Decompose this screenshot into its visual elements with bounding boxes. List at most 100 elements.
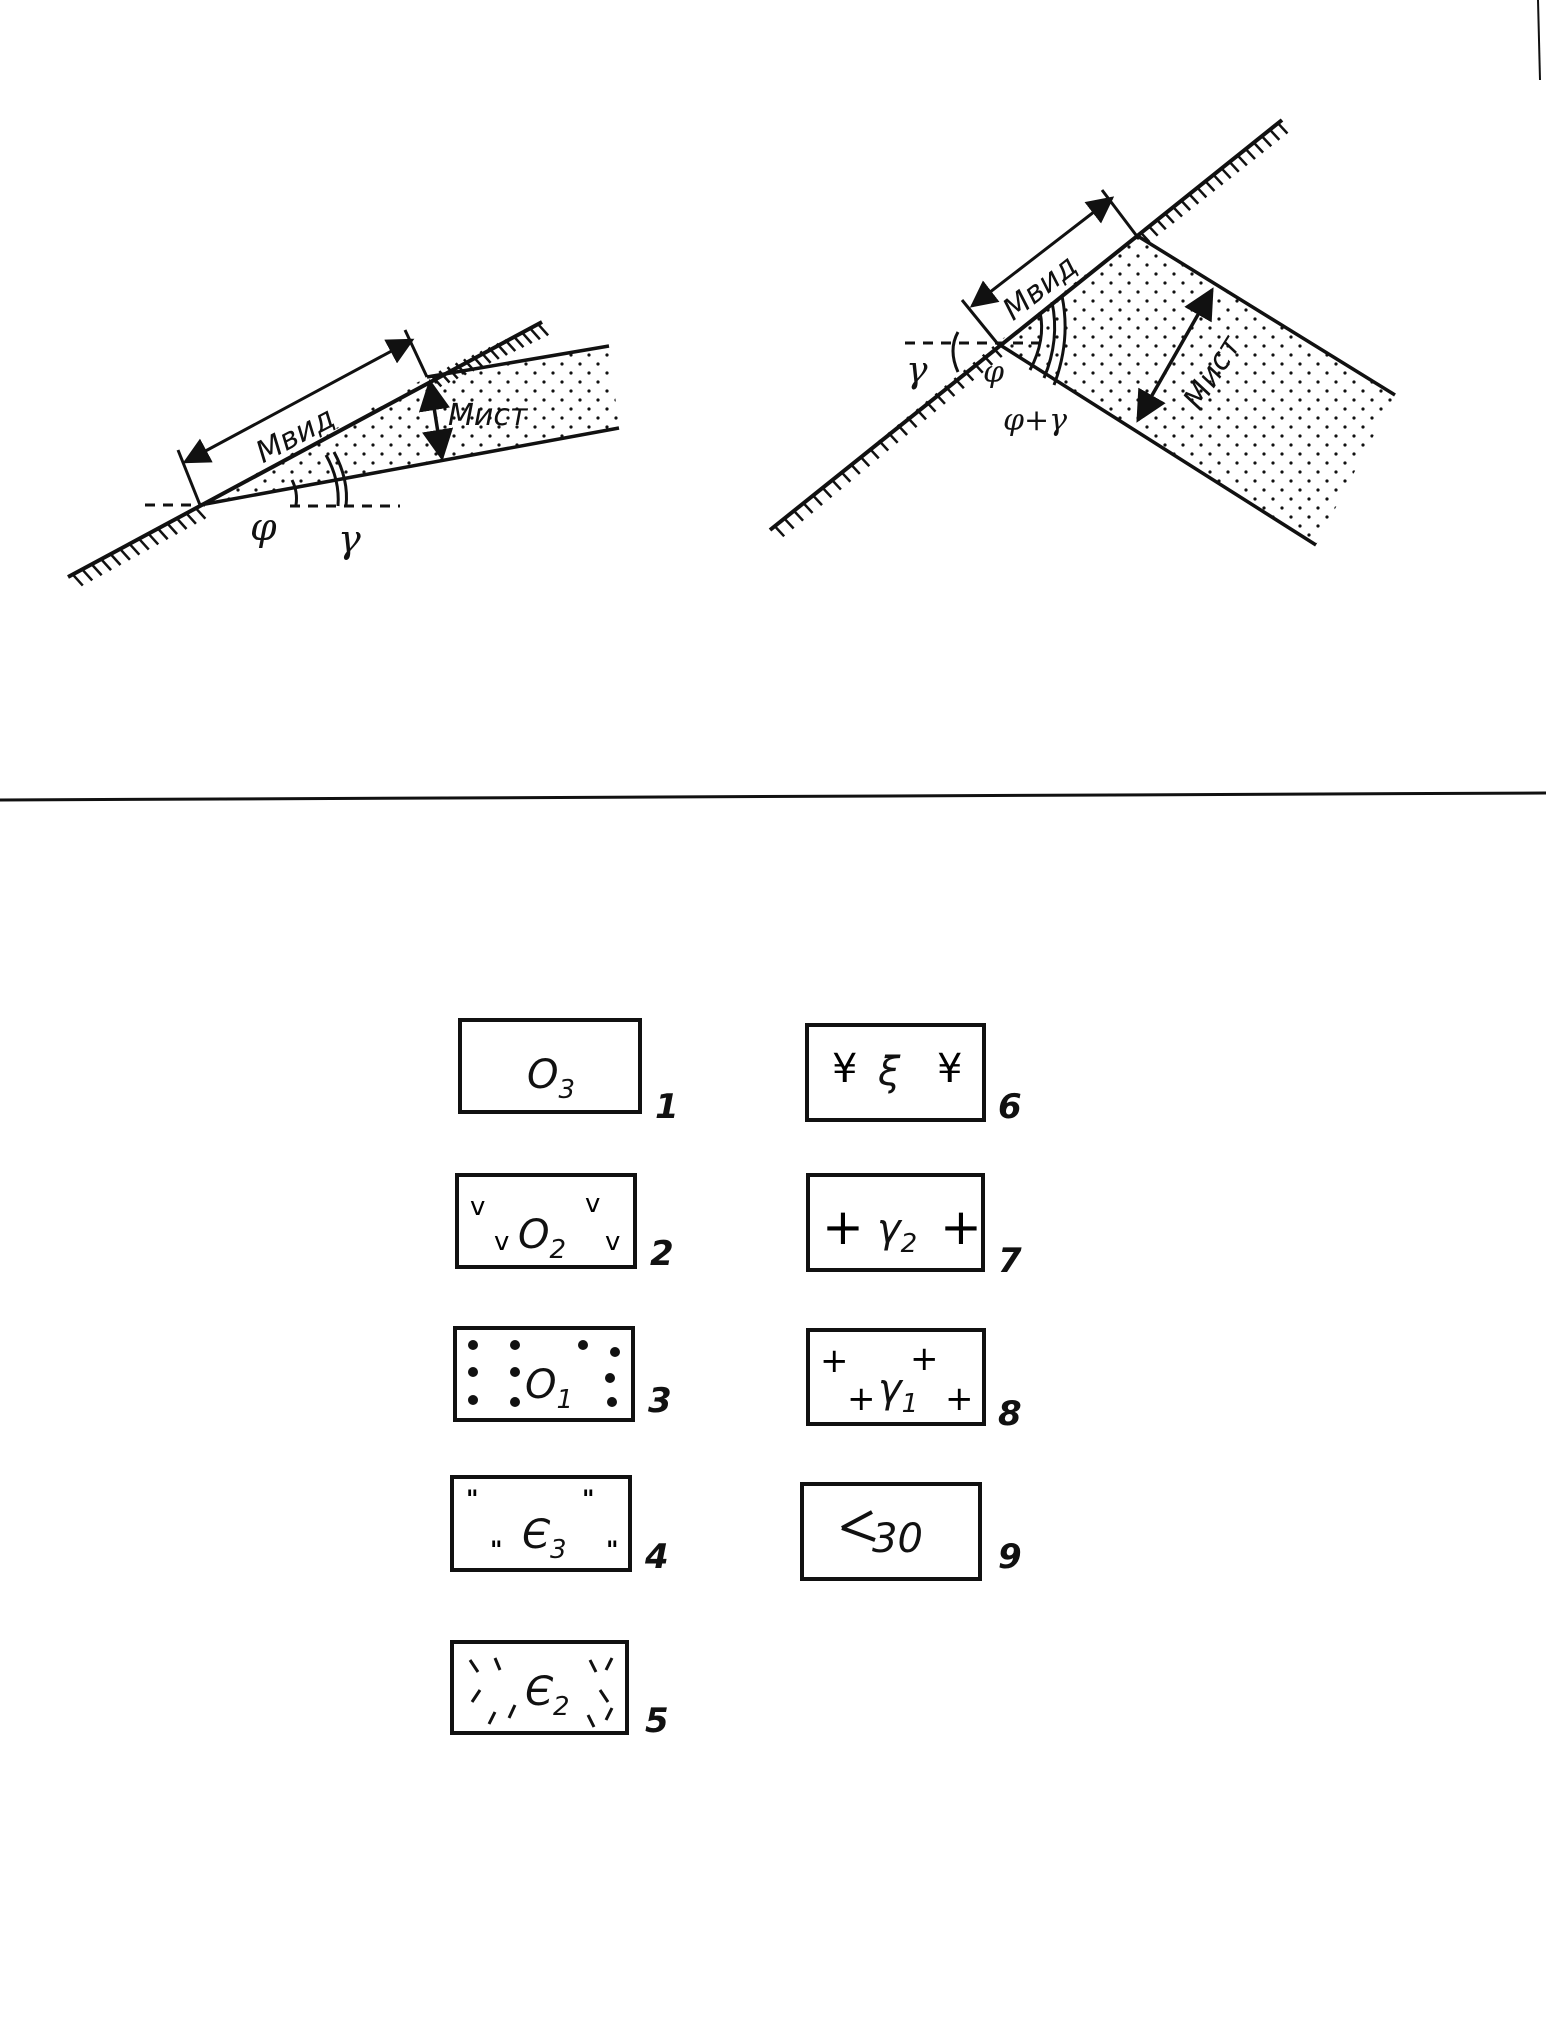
left-apparent-ext-2 — [403, 329, 429, 378]
legend-number-3: 3 — [648, 1381, 672, 1421]
legend-pattern-dot — [510, 1397, 520, 1407]
hatch-tick — [175, 517, 188, 530]
left-angle-phi-arc — [290, 479, 298, 506]
hatch-tick — [962, 369, 975, 382]
hatch-tick — [166, 522, 178, 535]
legend-box-8 — [806, 1328, 986, 1426]
legend-item-3: O1 3 — [453, 1326, 672, 1422]
legend-symbol-3: O1 — [525, 1362, 573, 1415]
hatch-tick — [520, 330, 533, 345]
hatch-tick — [896, 423, 909, 436]
page-edge — [1537, 0, 1541, 81]
legend-item-9: 30 9 — [800, 1482, 1022, 1581]
left-phi-label: φ — [250, 505, 277, 549]
right-angle-phi-arc — [1028, 311, 1044, 371]
hatch-tick — [877, 439, 890, 452]
hatch-tick — [1204, 179, 1216, 192]
hatch-tick — [1228, 160, 1240, 173]
legend-symbol-5: Є2 — [525, 1669, 569, 1722]
right-sum-label: φ+γ — [1003, 403, 1067, 438]
legend-pattern-cup: ¥ — [832, 1046, 857, 1092]
legend-symbol-7: γ2 — [877, 1206, 917, 1259]
dip-strike-icon — [841, 1510, 876, 1542]
hatch-tick — [1252, 141, 1265, 154]
hatch-tick — [1220, 167, 1232, 180]
hatch-tick — [915, 408, 927, 421]
legend-item-7: + + γ2 7 — [806, 1173, 1022, 1281]
legend-box-5 — [450, 1640, 629, 1735]
hatch-tick — [156, 527, 169, 541]
legend: O3 1 v v v v O2 2 O1 3 — [450, 1018, 1022, 1741]
legend-pattern-tick: " — [466, 1485, 479, 1513]
hatch-tick — [953, 377, 965, 390]
legend-item-5: Є2 5 — [450, 1640, 669, 1741]
legend-pattern-dot — [510, 1367, 520, 1377]
legend-number-6: 6 — [998, 1087, 1022, 1127]
hatch-tick — [1277, 122, 1289, 135]
legend-number-5: 5 — [645, 1701, 669, 1741]
right-layer-top — [1135, 233, 1396, 397]
hatch-tick — [454, 362, 467, 376]
hatch-tick — [471, 354, 484, 368]
right-apparent-ext-2 — [1100, 189, 1138, 236]
hatch-tick — [1171, 205, 1183, 218]
legend-symbol-9: 30 — [872, 1516, 923, 1562]
legend-pattern-v: v — [605, 1227, 620, 1257]
left-apparent-ext-1 — [176, 449, 202, 506]
legend-box-4 — [450, 1475, 632, 1572]
left-true-label: Мист — [448, 398, 529, 433]
right-ground-hatching — [773, 122, 1289, 538]
hatch-tick — [487, 346, 500, 360]
legend-pattern-dashes — [468, 1657, 614, 1728]
hatch-tick — [1195, 186, 1208, 199]
hatch-tick — [944, 385, 956, 397]
hatch-tick — [1268, 128, 1281, 141]
left-layer-bottom — [199, 426, 620, 507]
hatch-tick — [118, 547, 131, 561]
hatch-tick — [1260, 135, 1273, 148]
legend-pattern-dot — [468, 1367, 478, 1377]
legend-box-7 — [806, 1173, 985, 1272]
page-divider — [0, 791, 1546, 802]
hatch-tick — [137, 537, 150, 551]
legend-box-9 — [800, 1482, 982, 1581]
hatch-tick — [109, 553, 122, 566]
legend-item-6: ¥ ¥ ξ 6 — [805, 1023, 1022, 1127]
hatch-tick — [811, 494, 823, 506]
legend-pattern-dot — [605, 1373, 615, 1383]
legend-symbol-6: ξ — [877, 1049, 901, 1095]
legend-pattern-dot — [510, 1340, 520, 1350]
hatch-tick — [773, 525, 786, 538]
hatch-tick — [849, 462, 861, 475]
legend-number-7: 7 — [998, 1241, 1022, 1281]
hatch-tick — [128, 542, 141, 556]
hatch-tick — [981, 353, 994, 366]
hatch-tick — [100, 558, 112, 571]
hatch-tick — [868, 447, 880, 460]
legend-symbol-4: Є3 — [522, 1512, 566, 1565]
legend-item-2: v v v v O2 2 — [455, 1173, 674, 1274]
hatch-tick — [536, 323, 550, 337]
legend-pattern-dot — [607, 1397, 617, 1407]
hatch-tick — [1212, 173, 1224, 186]
legend-pattern-plus: + — [822, 1198, 864, 1256]
hatch-tick — [81, 568, 94, 582]
hatch-tick — [495, 342, 508, 356]
hatch-tick — [147, 532, 160, 546]
right-phi-label: φ — [983, 355, 1004, 390]
hatch-tick — [1187, 192, 1200, 205]
legend-pattern-tick: " — [606, 1536, 619, 1564]
legend-number-2: 2 — [650, 1234, 674, 1274]
hatch-tick — [512, 334, 525, 348]
legend-pattern-plus: + — [820, 1341, 849, 1381]
legend-label-bg-1 — [520, 1040, 600, 1096]
hatch-tick — [504, 338, 517, 352]
hatch-tick — [1236, 154, 1248, 167]
legend-number-8: 8 — [998, 1394, 1022, 1434]
legend-pattern-plus: + — [945, 1379, 974, 1419]
hatch-tick — [830, 478, 842, 491]
legend-number-9: 9 — [998, 1537, 1022, 1577]
diagram-left: Мвид Мист φ γ — [67, 320, 620, 587]
legend-symbol-1: O3 — [527, 1052, 575, 1105]
